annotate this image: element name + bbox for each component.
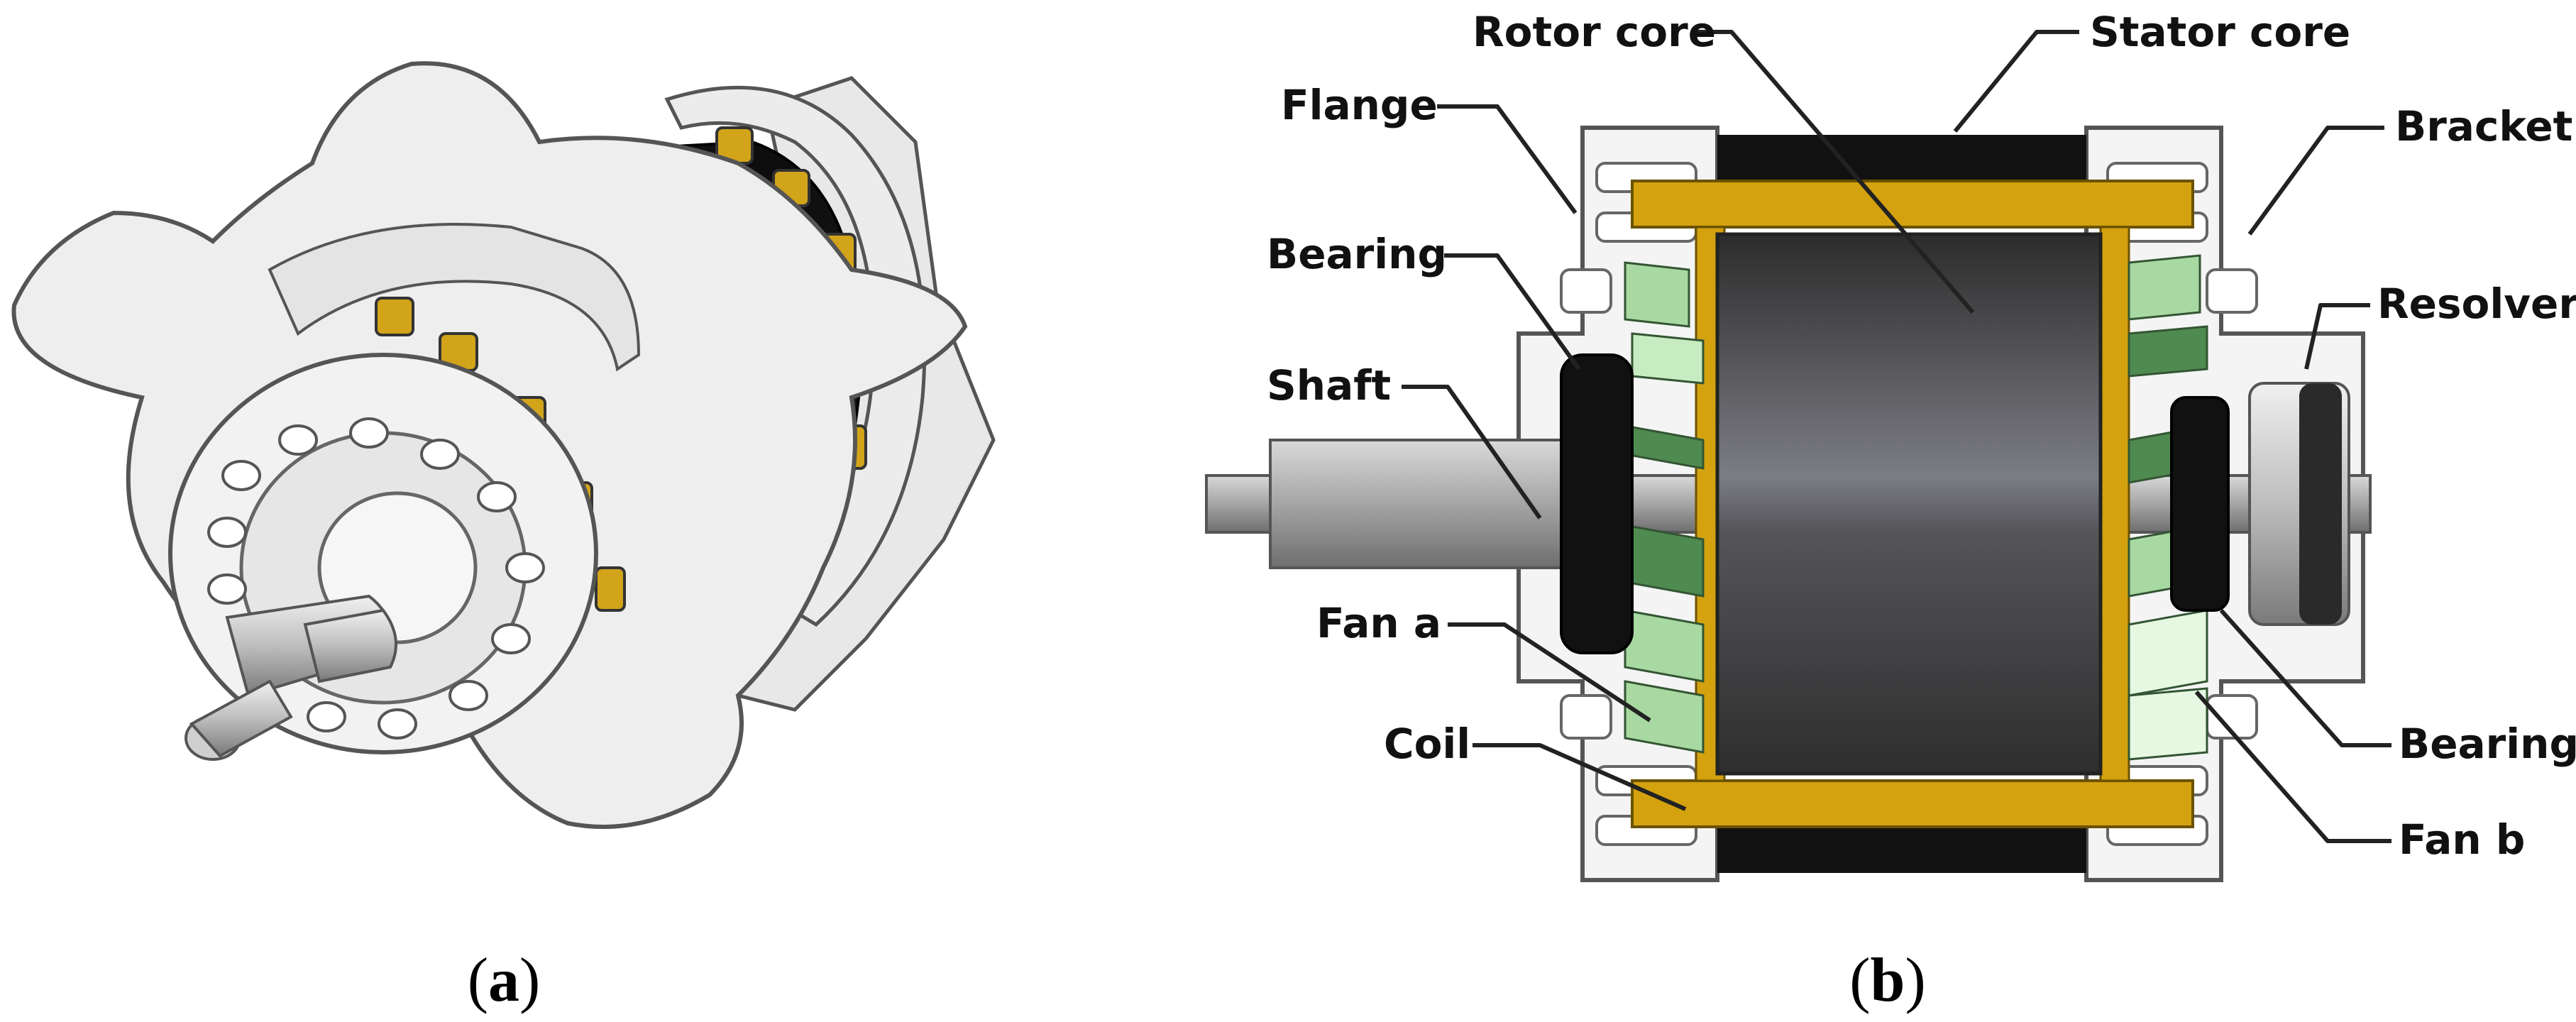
label-bearing-right: Bearing	[2399, 720, 2576, 768]
label-fan-a: Fan a	[1316, 599, 1441, 647]
label-rotor-core: Rotor core	[1473, 8, 1716, 56]
bearing-right	[2170, 396, 2230, 612]
resolver	[2248, 382, 2350, 626]
bearing-left	[1560, 353, 1634, 654]
rotor-core	[1715, 232, 2103, 776]
label-fan-b: Fan b	[2399, 815, 2525, 864]
label-bracket: Bracket	[2395, 102, 2572, 150]
fan-a	[1624, 261, 1705, 754]
coil-bottom	[1631, 779, 2194, 828]
label-stator-core: Stator core	[2090, 8, 2350, 56]
panel-b-cross-section	[1205, 126, 2372, 882]
labels: Rotor core Stator core Flange Bracket Be…	[1267, 8, 2576, 864]
leader-lines	[1402, 30, 2391, 843]
shaft-3d	[185, 594, 397, 761]
front-bracket-ring	[268, 223, 641, 372]
label-shaft: Shaft	[1267, 361, 1391, 410]
coil-top	[1631, 180, 2194, 229]
label-coil: Coil	[1384, 720, 1470, 768]
caption-a: (a)	[468, 946, 541, 1015]
rear-bracket-ring	[664, 85, 927, 627]
label-bearing-left: Bearing	[1267, 230, 1447, 278]
caption-b: (b)	[1849, 946, 1926, 1015]
label-resolver: Resolver	[2377, 280, 2576, 328]
panel-a-motor-3d	[11, 61, 996, 829]
label-flange: Flange	[1281, 81, 1438, 129]
